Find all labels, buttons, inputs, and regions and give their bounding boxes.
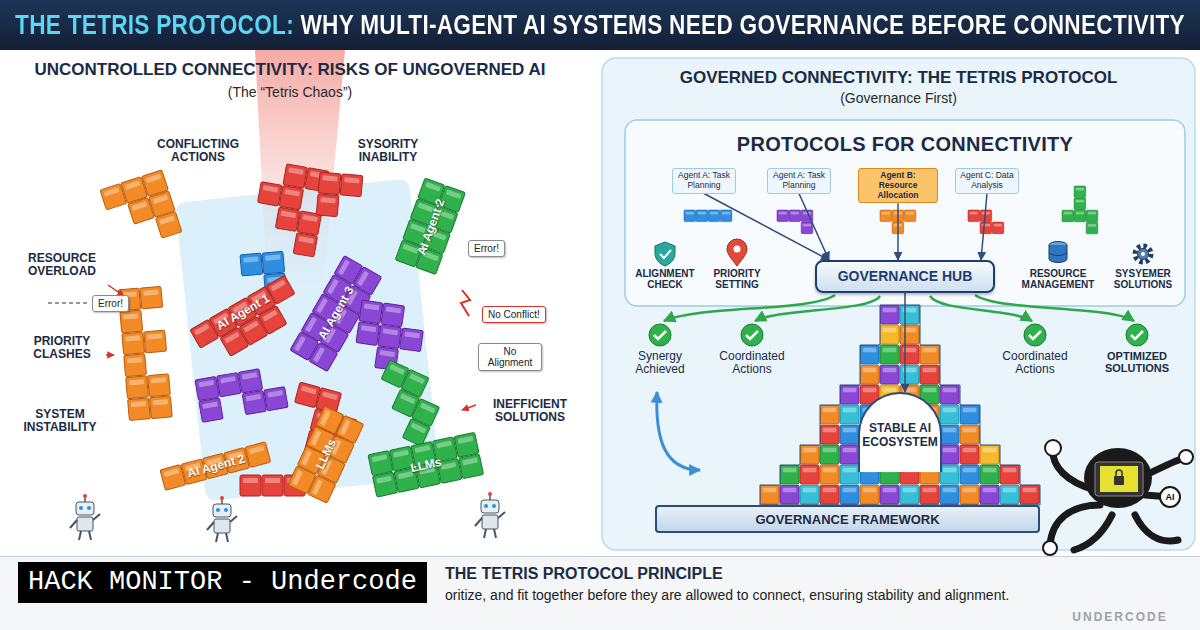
node-text: No Alignment — [484, 346, 536, 368]
protocols-box: PROTOCOLS FOR CONNECTIVITY Agent A: Task … — [625, 120, 1185, 306]
diagram-title: THE TETRIS PROTOCOL: WHY MULTI-AGENT AI … — [15, 8, 1185, 42]
result-label: Synergy Achieved — [621, 350, 699, 376]
block-label: AI Agent 2 — [414, 197, 447, 257]
block-label: AI Agent 1 — [214, 291, 272, 333]
node-text: STABLE AI ECOSYSTEM — [862, 422, 937, 450]
agent-label: Agent A: Task Planning — [767, 168, 831, 194]
panel-heading: UNCONTROLLED CONNECTIVITY: RISKS OF UNGO… — [35, 60, 546, 80]
connector — [904, 293, 906, 392]
block-label: AI Agent 3 — [315, 284, 357, 342]
node-text: HACK MONITOR - Undercode — [28, 567, 417, 598]
band-heading: THE TETRIS PROTOCOL PRINCIPLE — [445, 564, 1140, 583]
connector — [897, 203, 899, 260]
chaos-illustration — [48, 50, 505, 542]
alignment-callout: No Alignment — [478, 343, 542, 371]
block-label: LLMs — [313, 437, 339, 471]
risk-label: CONFLICTING ACTIONS — [148, 138, 248, 164]
risk-label: RESOURCE OVERLOAD — [17, 252, 107, 278]
block-label: AI Agent 2 — [186, 452, 247, 481]
panel-heading: GOVERNED CONNECTIVITY: THE TETRIS PROTOC… — [602, 68, 1195, 88]
node-text: Error! — [474, 243, 499, 254]
risk-label: PRIORITY CLASHES — [20, 335, 104, 361]
connector — [981, 194, 987, 260]
agent-label: Agent C: Data Analysis — [955, 168, 1019, 194]
icon-label: ALIGNMENT CHECK — [625, 268, 705, 290]
node-text: Agent C: Data Analysis — [959, 171, 1015, 191]
principle-band-ground — [0, 556, 1200, 630]
error-callout: Error! — [92, 295, 129, 312]
result-label: OPTIMIZED SOLUTIONS — [1094, 350, 1180, 374]
agent-label: Agent B: Resource Allocation — [858, 168, 938, 203]
connector — [704, 194, 829, 260]
octopus-logo — [1043, 440, 1193, 555]
risk-label: INEFFICIENT SOLUTIONS — [480, 398, 580, 424]
node-text: GOVERNANCE HUB — [821, 268, 989, 285]
result-label: Coordinated Actions — [992, 350, 1078, 376]
conflict-callout: No Conflict! — [482, 306, 546, 323]
governed-panel: GOVERNED CONNECTIVITY: THE TETRIS PROTOC… — [602, 58, 1195, 550]
node-text: No Conflict! — [488, 309, 540, 320]
connector — [799, 194, 829, 260]
node-text: Error! — [98, 298, 123, 309]
node-text: Agent A: Task Planning — [771, 171, 827, 191]
error-callout: Error! — [468, 240, 505, 257]
result-label: Coordinated Actions — [709, 350, 795, 376]
box-heading: PROTOCOLS FOR CONNECTIVITY — [625, 132, 1185, 156]
node-text: GOVERNANCE FRAMEWORK — [755, 512, 939, 527]
icon-label: PRIORITY SETTING — [701, 268, 773, 290]
icon-label: SYSYEMER SOLUTIONS — [1105, 268, 1181, 290]
node-text: Agent A: Task Planning — [676, 171, 732, 191]
risk-label: SYSORITY INABILITY — [342, 138, 434, 164]
agent-label: Agent A: Task Planning — [672, 168, 736, 194]
governed-illustration — [602, 58, 1195, 550]
icon-label: RESOURCE MANAGEMENT — [1015, 268, 1101, 290]
ecosystem-arch: STABLE AI ECOSYSTEM — [858, 392, 942, 472]
framework-slab: GOVERNANCE FRAMEWORK — [655, 505, 1040, 533]
risk-label: SYSTEM INSTABILITY — [14, 408, 106, 434]
block-label: LLMs — [409, 455, 443, 475]
band-body: oritize, and fit together before they ar… — [445, 587, 1140, 604]
panel-subheading: (The “Tetris Chaos”) — [228, 84, 352, 101]
watermark-text: UNDERCODE — [1072, 610, 1167, 624]
panel-subheading: (Governance First) — [602, 90, 1195, 107]
icon-text: AI — [1166, 492, 1175, 502]
node-text: Agent B: Resource Allocation — [862, 171, 934, 200]
governance-hub: GOVERNANCE HUB — [815, 260, 995, 293]
title-bar — [0, 0, 1200, 50]
watermark-box: HACK MONITOR - Undercode — [18, 562, 427, 603]
